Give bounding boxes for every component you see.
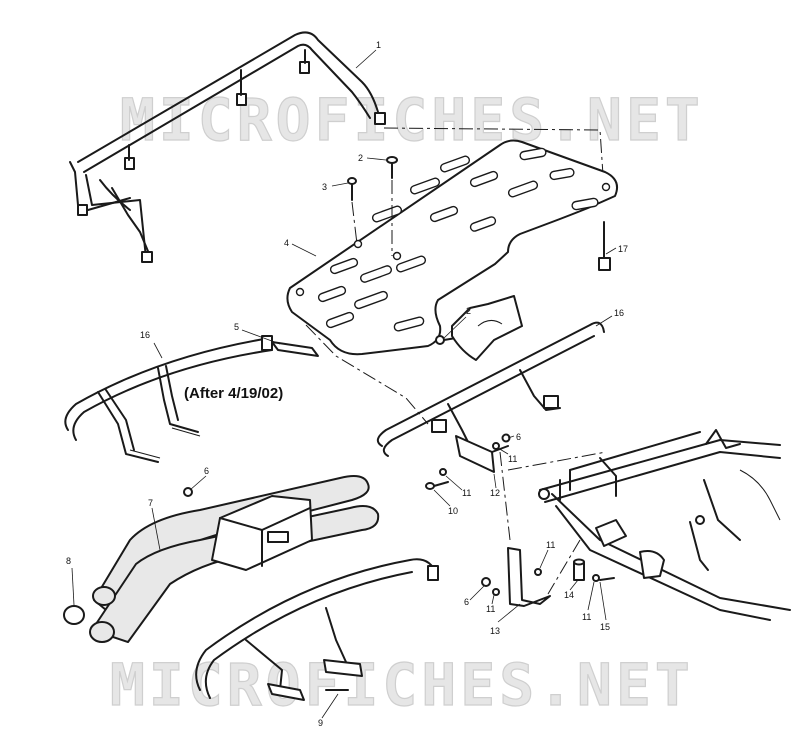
watermark-bottom: MICROFICHES.NET [110, 651, 694, 719]
vehicle-frame [538, 429, 791, 621]
callout-11-e: 11 [582, 612, 591, 622]
pin-14 [573, 558, 585, 581]
watermark-top: MICROFICHES.NET [120, 86, 704, 154]
callout-16-right: 16 [614, 308, 624, 318]
leader-lines [71, 49, 617, 719]
bolt-17 [598, 221, 611, 271]
callout-17: 17 [618, 244, 628, 254]
callout-13: 13 [490, 626, 500, 636]
callout-6-right: 6 [516, 432, 521, 442]
bolt-15 [592, 574, 615, 582]
callout-9: 9 [318, 718, 323, 728]
callout-15: 15 [600, 622, 610, 632]
rail-16-right [376, 321, 605, 457]
rack-platform [286, 139, 618, 356]
bracket-5 [271, 341, 319, 357]
callout-2-top: 2 [358, 153, 363, 163]
mount-bracket-top [451, 295, 523, 361]
callout-8: 8 [66, 556, 71, 566]
callout-11-b: 11 [462, 488, 471, 498]
hardware-13 [481, 577, 500, 596]
callout-6-lower: 6 [464, 597, 469, 607]
callout-16-left: 16 [140, 330, 150, 340]
end-cap-8 [63, 605, 85, 625]
callout-12: 12 [490, 488, 500, 498]
callout-3: 3 [322, 182, 327, 192]
callout-4: 4 [284, 238, 289, 248]
callout-7: 7 [148, 498, 153, 508]
callout-10: 10 [448, 506, 458, 516]
callouts: 1 2 2 3 4 5 6 6 6 7 8 9 10 11 11 11 11 1… [66, 40, 628, 728]
callout-11-a: 11 [508, 454, 517, 464]
rail-16-left [64, 335, 273, 463]
callout-14: 14 [564, 590, 574, 600]
callout-5: 5 [234, 322, 239, 332]
date-note: (After 4/19/02) [184, 385, 283, 402]
callout-11-d: 11 [486, 604, 495, 614]
bumper-7 [89, 475, 380, 643]
bracket-13 [507, 547, 551, 607]
lower-bumper-9 [195, 558, 439, 701]
callout-1: 1 [376, 40, 381, 50]
rack-rail [69, 31, 386, 263]
callout-11-c: 11 [546, 540, 555, 550]
screw-2-top [386, 156, 398, 179]
screw-3 [347, 177, 357, 201]
hardware-6-11-10 [425, 433, 511, 490]
callout-6-left: 6 [204, 466, 209, 476]
callout-2-bottom: 2 [466, 306, 471, 316]
